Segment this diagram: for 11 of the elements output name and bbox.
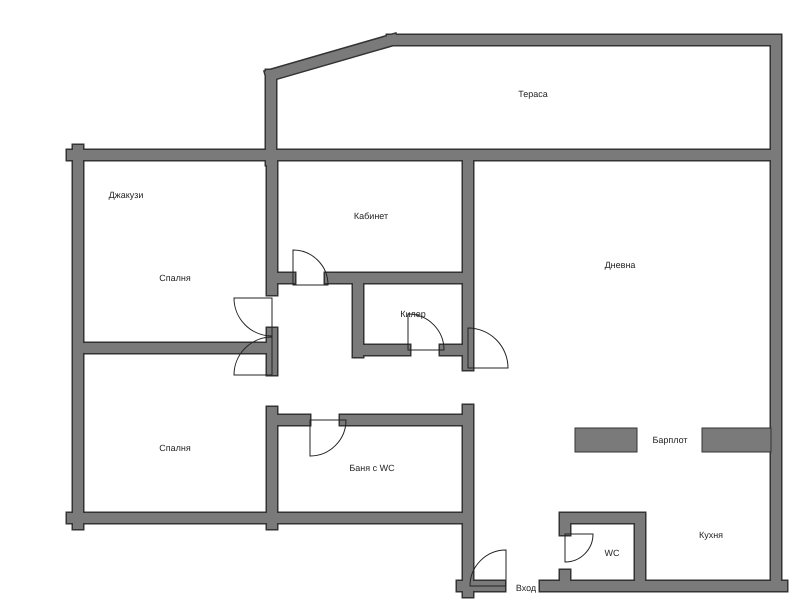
room-label: Спалня [159, 273, 191, 283]
room-label: Тераса [518, 89, 548, 99]
room-label: WC [604, 548, 620, 558]
room-label: Кухня [698, 530, 724, 540]
room-label: Спалня [159, 443, 191, 453]
entrance-label: Вход [516, 583, 536, 593]
room-label: Дневна [604, 260, 636, 270]
area-label: Барплот [652, 435, 688, 445]
room-label: Джакузи [108, 190, 144, 200]
room-label: Кабинет [354, 211, 388, 221]
room-label: Баня с WC [349, 463, 395, 473]
